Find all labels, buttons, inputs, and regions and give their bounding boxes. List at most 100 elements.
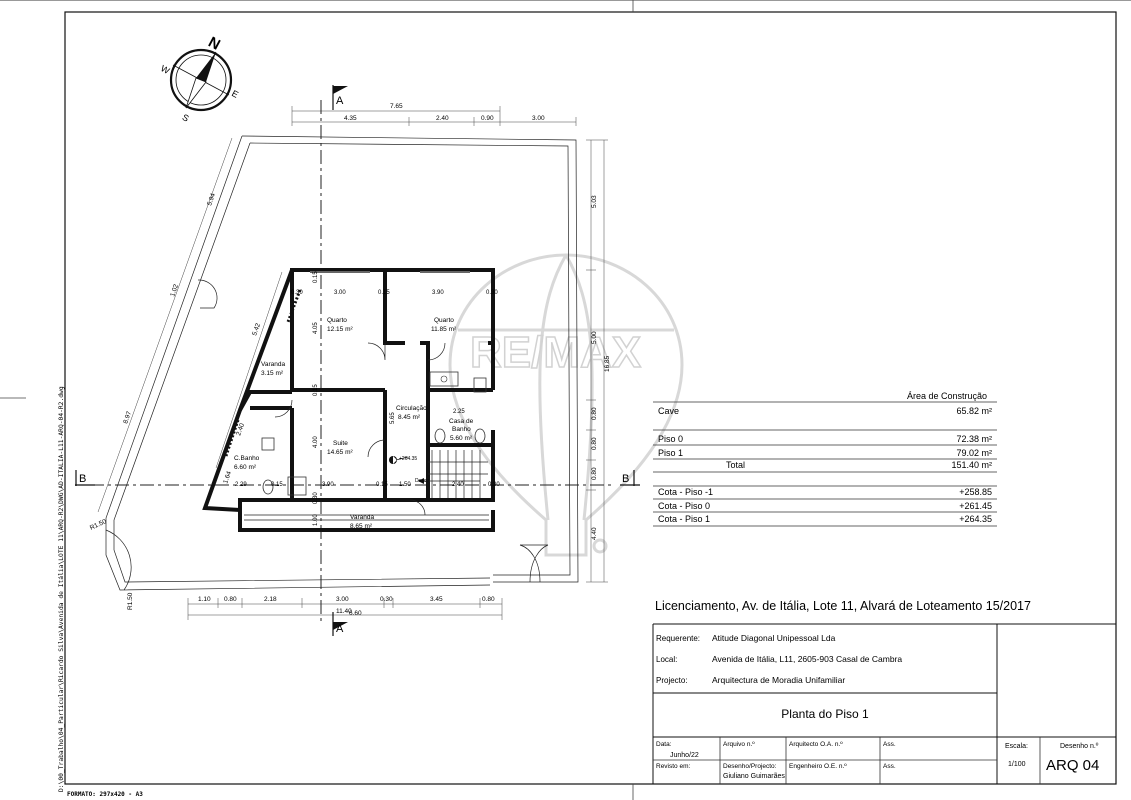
stair-label: Desce — [415, 478, 429, 484]
area-row-piso0-value: 72.38 m² — [956, 434, 992, 444]
dim-int-16: 0.30 — [488, 482, 500, 488]
dim-int-19: 1.00 — [313, 514, 319, 526]
dim-int-2: 3.00 — [334, 290, 346, 296]
room-circulacao-name: Circulação — [396, 405, 427, 412]
drawing-title: Planta do Piso 1 — [781, 707, 869, 721]
requerente-value: Atitude Diagonal Unipessoal Lda — [712, 633, 836, 643]
section-b-left: B — [79, 473, 86, 485]
room-varanda-1-area: 3.15 m² — [261, 370, 284, 377]
cota-row-1-label: Cota - Piso -1 — [658, 487, 713, 497]
lot-boundary — [105, 135, 579, 591]
north-arrow: N E S W — [159, 34, 240, 124]
area-row-piso1-label: Piso 1 — [658, 448, 683, 458]
dim-int-7: 0.15 — [313, 271, 319, 283]
radius-1: R1.50 — [89, 518, 108, 532]
dim-bot-total: 11.40 — [336, 608, 352, 615]
dim-top-total: 7.65 — [390, 103, 403, 110]
section-lines: A A B B — [75, 85, 640, 636]
data-value: Junho/22 — [670, 752, 699, 759]
top-dimensions: 7.65 4.35 2.40 0.90 3.00 — [291, 103, 577, 126]
dim-bot-6: 3.45 — [430, 596, 443, 603]
dim-bot-extra: 6.60 — [349, 610, 362, 617]
requerente-label: Requerente: — [656, 634, 700, 643]
left-dimension-labels: 5.94 1.02 8.97 5.42 2.40 1.64 R1.50 R1.5… — [89, 192, 262, 610]
data-label: Data: — [656, 741, 672, 748]
dim-int-14: 1.50 — [399, 482, 411, 488]
dim-bot-4: 3.00 — [336, 596, 349, 603]
desenho-number: ARQ 04 — [1046, 757, 1099, 774]
area-row-piso1-value: 79.02 m² — [956, 448, 992, 458]
interior-dimensions: 0.30 3.00 0.15 3.90 0.30 4.05 0.15 0.15 … — [235, 271, 500, 526]
left-dimension-lines — [97, 137, 283, 513]
cota-row-3-label: Cota - Piso 1 — [658, 514, 710, 524]
room-casa-banho-name-1: Casa de — [449, 418, 474, 425]
dim-int-20: 0.30 — [313, 492, 319, 504]
desenho-projecto-value: Giuliano Guimarães — [723, 773, 785, 780]
dim-top-2: 2.40 — [436, 115, 449, 122]
dim-right-2: 5.00 — [591, 331, 598, 344]
desenho-label: Desenho n.º — [1060, 743, 1099, 750]
dim-int-3: 0.15 — [378, 290, 390, 296]
room-suite-area: 14.65 m² — [327, 449, 353, 456]
dim-int-9: 4.00 — [313, 436, 319, 448]
dim-int-13: 0.15 — [376, 482, 388, 488]
compass-e: E — [230, 88, 240, 100]
projecto-value: Arquitectura de Moradia Unifamiliar — [712, 675, 845, 685]
room-suite-name: Suite — [333, 440, 348, 447]
room-varanda-1-name: Varanda — [261, 361, 285, 368]
area-row-total-label: Total — [726, 460, 745, 470]
area-row-total-value: 151.40 m² — [951, 460, 992, 470]
area-row-piso0-label: Piso 0 — [658, 434, 683, 444]
compass-w: W — [159, 63, 172, 76]
dim-right-4: 0.80 — [591, 437, 598, 450]
dim-1-02: 1.02 — [169, 283, 180, 298]
dim-int-12: 3.90 — [322, 482, 334, 488]
cota-row-2-label: Cota - Piso 0 — [658, 501, 710, 511]
project-heading: Licenciamento, Av. de Itália, Lote 11, A… — [655, 599, 1031, 613]
dim-bot-1: 1.10 — [198, 596, 211, 603]
local-label: Local: — [656, 655, 677, 664]
dim-5-94: 5.94 — [206, 192, 217, 207]
ass2-label: Ass. — [883, 763, 896, 770]
dim-int-5: 0.30 — [486, 290, 498, 296]
right-dimensions: 5.03 5.00 0.80 0.80 0.80 4.40 16.85 — [586, 139, 611, 583]
engenheiro-label: Engenheiro O.E. n.º — [789, 763, 847, 770]
room-quarto-1-area: 12.15 m² — [327, 326, 353, 333]
dim-bot-5: 0.30 — [380, 596, 393, 603]
dim-top-4: 3.00 — [532, 115, 545, 122]
room-varanda-2-name: Varanda — [350, 514, 374, 521]
room-circulacao-area: 8.45 m² — [398, 414, 421, 421]
dim-right-6: 4.40 — [591, 527, 598, 540]
sheet-format: FORMATO: 297x420 - A3 — [67, 791, 143, 798]
ass-label: Ass. — [883, 741, 896, 748]
dim-int-10: 5.65 — [390, 412, 396, 424]
dim-int-4: 3.90 — [432, 290, 444, 296]
dim-int-17: 2.29 — [235, 482, 247, 488]
dim-2-40: 2.40 — [235, 422, 246, 437]
compass-s: S — [181, 112, 191, 124]
area-row-cave-value: 65.82 m² — [956, 406, 992, 416]
level-marker: +264.35 — [399, 456, 417, 462]
area-table: Área de Construção Cave 65.82 m² Piso 0 … — [653, 391, 997, 527]
room-quarto-1-name: Quarto — [327, 317, 347, 324]
escala-value: 1/100 — [1008, 761, 1026, 768]
radius-2: R1.50 — [127, 592, 134, 610]
dim-1-64: 1.64 — [222, 470, 233, 485]
dim-bot-2: 0.80 — [224, 596, 237, 603]
floor-plan-walls — [202, 268, 495, 532]
floor-plan-details — [224, 271, 488, 516]
dim-right-3: 0.80 — [591, 407, 598, 420]
local-value: Avenida de Itália, L11, 2605-903 Casal d… — [712, 654, 902, 664]
room-casa-banho-area: 5.60 m² — [450, 435, 473, 442]
dim-right-total: 16.85 — [604, 355, 611, 372]
section-b-right: B — [622, 473, 629, 485]
dim-int-15: 2.40 — [452, 482, 464, 488]
area-row-cave-label: Cave — [658, 406, 679, 416]
room-cbanho-area: 6.60 m² — [234, 464, 257, 471]
dim-int-8: 0.15 — [313, 384, 319, 396]
room-cbanho-name: C.Banho — [234, 455, 260, 462]
remax-watermark: RE/MAX — [448, 253, 684, 557]
dim-int-1: 0.30 — [291, 290, 303, 296]
